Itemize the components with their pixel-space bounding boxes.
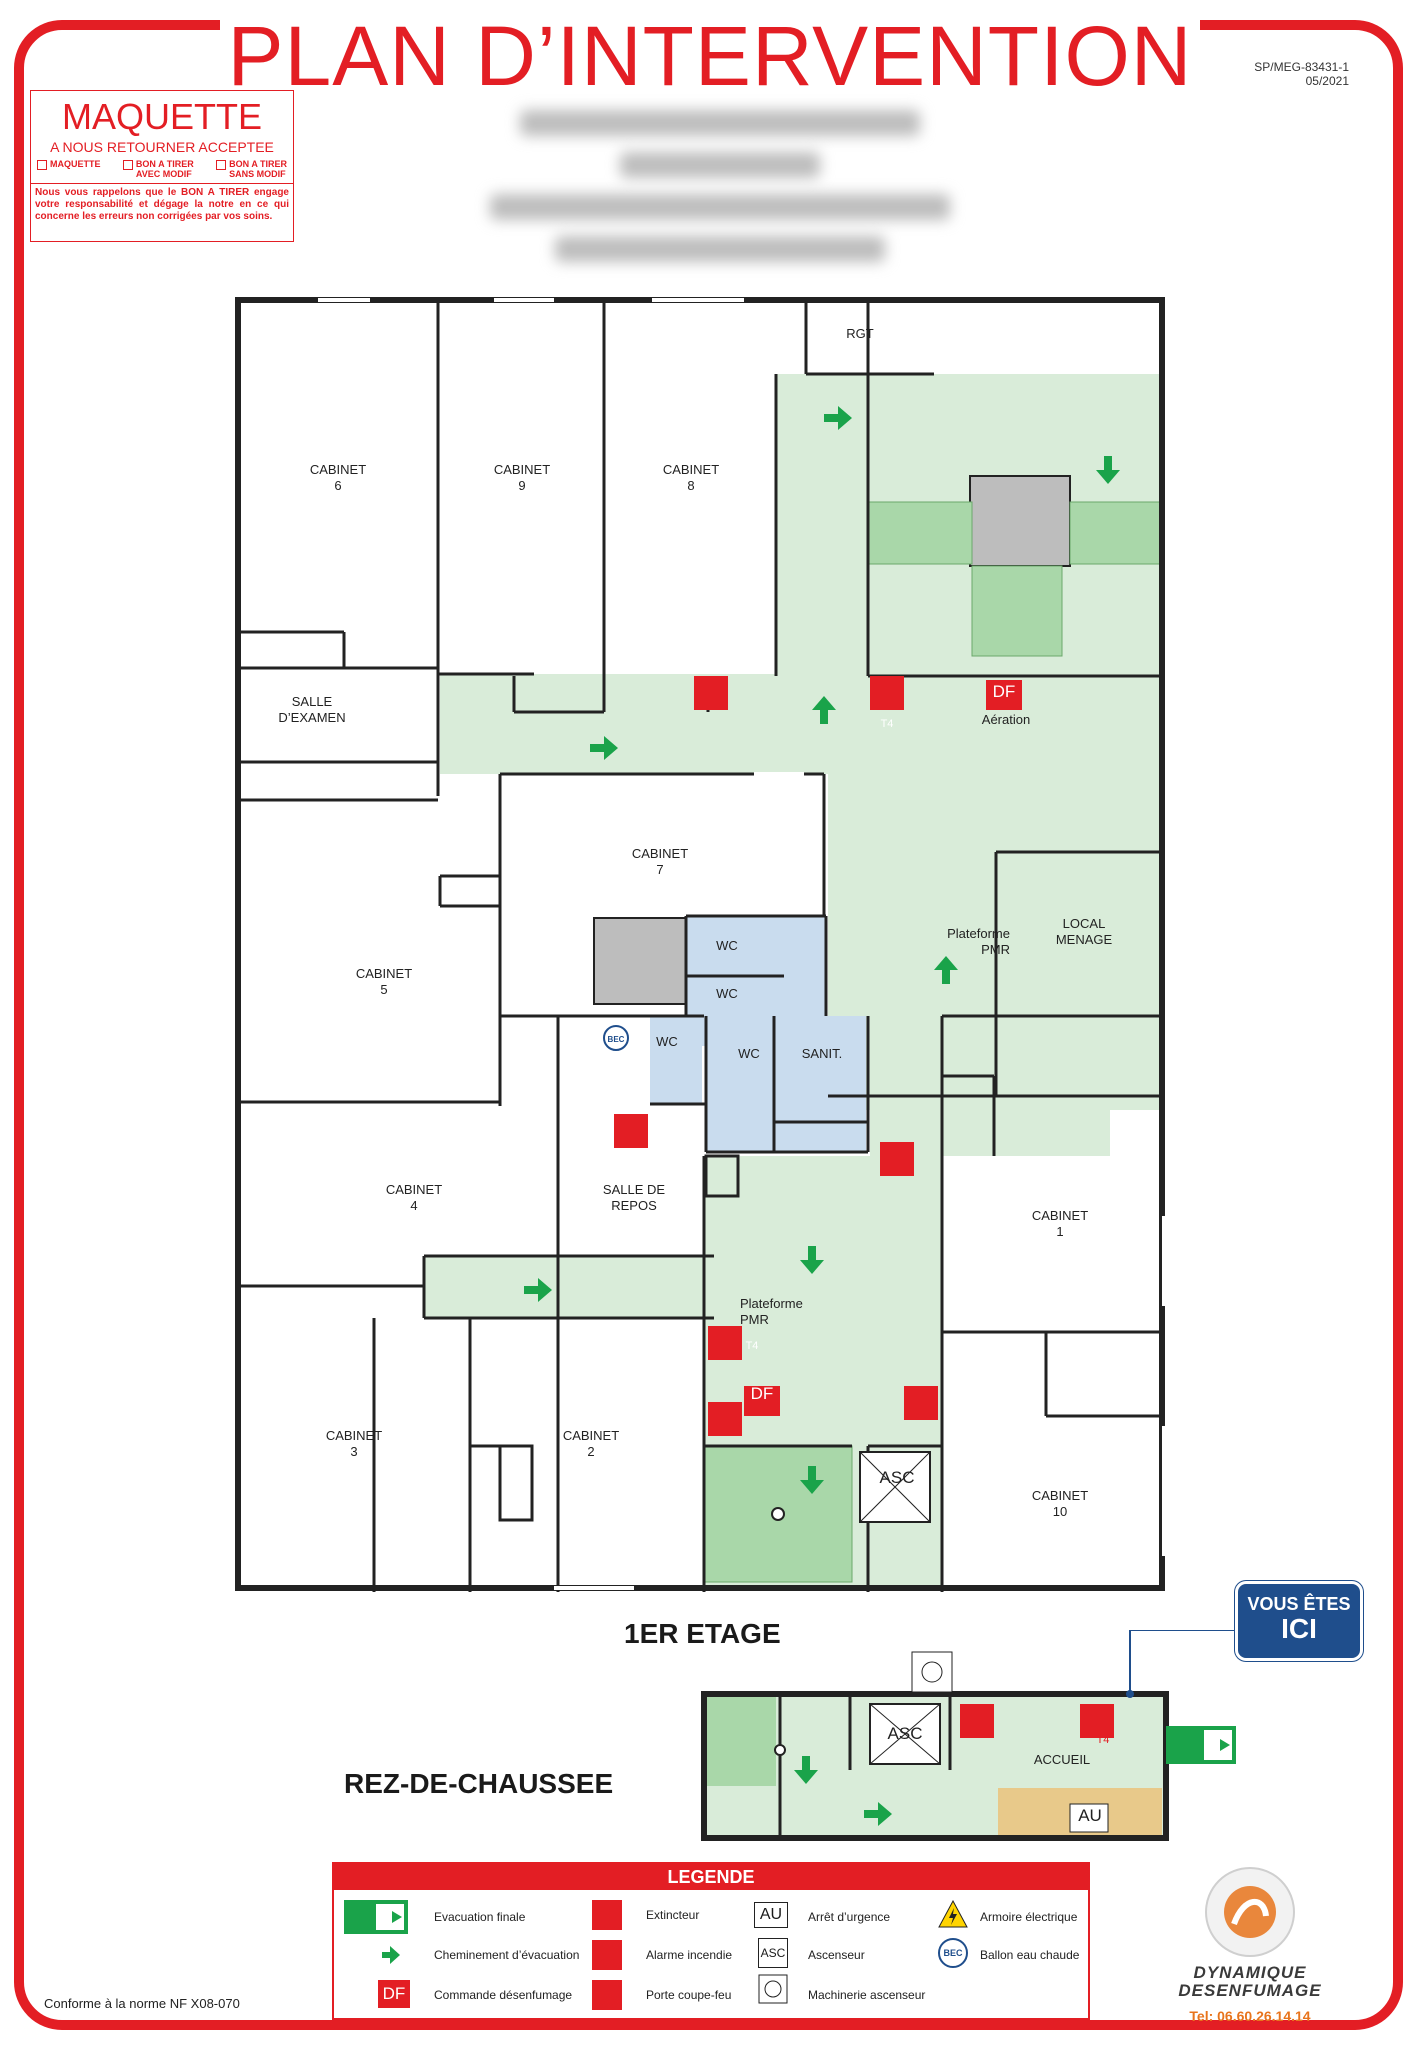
maquette-note: Nous vous rappelons que le BON A TIRER e… (31, 183, 293, 226)
legend-alarme: Alarme incendie (646, 1948, 733, 1962)
floor-plan-rez-de-chaussee (701, 1630, 1240, 1841)
exit-sign-icon (1166, 1726, 1236, 1764)
maquette-stamp: MAQUETTE A NOUS RETOURNER ACCEPTEE MAQUE… (30, 90, 294, 242)
fire-door-icon (592, 1980, 622, 2010)
reference-date: 05/2021 (1305, 74, 1349, 88)
elevator-label: ASC (879, 1468, 915, 1487)
checkbox-icon (216, 160, 227, 170)
room-wc-1: WC (716, 938, 738, 953)
maquette-subtitle: A NOUS RETOURNER ACCEPTEE (50, 139, 274, 155)
you-are-here-badge: VOUS ÊTES ICI (1238, 1584, 1360, 1658)
room-wc-3: WC (656, 1034, 678, 1049)
floor-label-rez-de-chaussee: REZ-DE-CHAUSSEE (344, 1768, 614, 1799)
water-heater-icon: BEC (938, 1938, 968, 1968)
checkbox-icon (37, 160, 47, 170)
legend-evac-finale: Evacuation finale (434, 1910, 526, 1924)
legend-armoire: Armoire électrique (980, 1910, 1078, 1924)
t4-label-rdc: T4 (1096, 1734, 1110, 1746)
elevator-machinery-icon (758, 1974, 788, 2004)
legend-arret: Arrêt d’urgence (808, 1910, 891, 1924)
logo-emblem-icon (1205, 1867, 1295, 1957)
company-phone: Tel: 06.60.26.14.14 (1189, 2008, 1311, 2024)
floor-plan-1er-etage (235, 297, 1166, 1592)
t4-label-lower: T4 (745, 1340, 759, 1352)
maquette-title: MAQUETTE (61, 96, 262, 137)
legend-machinerie: Machinerie ascenseur (808, 1988, 926, 2002)
elevator-label-rdc: ASC (887, 1724, 923, 1743)
label-aeration: Aération (981, 712, 1031, 727)
legend-cheminement: Cheminement d’évacuation (434, 1948, 580, 1962)
legend-porte: Porte coupe-feu (646, 1988, 732, 2002)
room-accueil: ACCUEIL (1033, 1752, 1091, 1767)
norm-compliance: Conforme à la norme NF X08-070 (44, 1996, 240, 2011)
au-symbol-rdc: AU (1078, 1806, 1102, 1825)
t4-label-upper: T4 (880, 718, 894, 730)
legend-box: LEGENDE Evacuation finale Cheminement d’… (332, 1862, 1090, 2020)
legend-ascenseur: Ascenseur (808, 1948, 865, 1962)
elevator-icon: ASC (758, 1938, 788, 1968)
checkbox-icon (122, 160, 133, 170)
df-icon: DF (378, 1980, 410, 2008)
redacted-address (470, 110, 970, 280)
room-sanit: SANIT. (801, 1046, 843, 1061)
room-wc-2: WC (716, 986, 738, 1001)
electrical-hazard-icon (938, 1900, 968, 1928)
room-wc-4: WC (738, 1046, 760, 1061)
exit-sign-icon (344, 1900, 408, 1934)
bec-symbol: BEC (607, 1035, 625, 1044)
green-arrow-icon (382, 1946, 400, 1964)
room-rgt: RGT (846, 326, 874, 341)
you-are-here-line2: ICI (1281, 1613, 1317, 1644)
legend-desenfumage: Commande désenfumage (434, 1988, 573, 2002)
legend-extincteur: Extincteur (646, 1908, 700, 1922)
reference-code: SP/MEG-83431-1 (1254, 60, 1349, 74)
fire-alarm-icon (592, 1940, 622, 1970)
reference-block: SP/MEG-83431-1 05/2021 (1254, 60, 1349, 88)
floor-label-1er-etage: 1ER ETAGE (624, 1618, 781, 1649)
legend-title: LEGENDE (334, 1864, 1088, 1890)
option-maquette[interactable]: MAQUETTE (37, 159, 101, 179)
you-are-here-line1: VOUS ÊTES (1247, 1594, 1351, 1614)
page-title: PLAN D’INTERVENTION (220, 6, 1200, 106)
df-symbol-upper: DF (992, 682, 1016, 701)
df-symbol-lower: DF (750, 1384, 774, 1403)
legend-ballon: Ballon eau chaude (980, 1948, 1080, 1962)
extinguisher-icon (592, 1900, 622, 1930)
au-icon: AU (754, 1902, 788, 1928)
